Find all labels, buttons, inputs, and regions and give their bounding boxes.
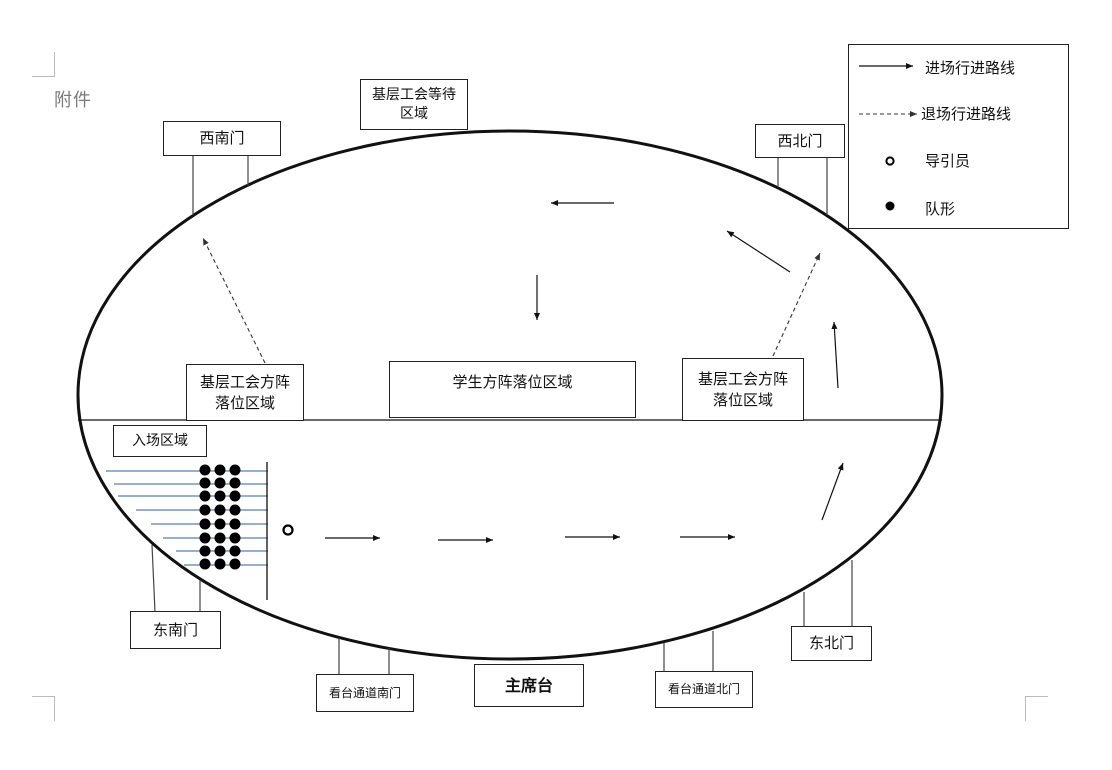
legend-guide: 导引员 [849,148,1068,172]
stand-north-gate-box: 看台通道北门 [655,671,753,708]
crop-mark-bottom-left [32,696,55,721]
crop-mark-top-left [32,52,55,77]
formation-dot [199,532,211,544]
formation-dot [229,464,241,476]
legend-exit-route-label: 退场行进路线 [921,105,1012,123]
formation-dot [199,504,211,516]
filled-circle-icon [885,201,895,211]
formation-dot [214,518,226,530]
grassroots-area-right-box: 基层工会方阵 落位区域 [682,358,804,421]
entry-area-box: 入场区域 [113,425,207,457]
solid-arrow-icon [859,63,913,69]
exit-arrow-right [772,252,821,357]
formation-dot [214,504,226,516]
formation-dot [199,490,211,502]
formation-row-lines [106,470,268,566]
stand-north-gate-label: 看台通道北门 [667,682,740,697]
entry-arrow-5 [821,462,844,521]
grassroots-waiting-area-box: 基层工会等待 区域 [360,79,468,130]
main-rostrum-label: 主席台 [504,675,553,695]
exit-route-arrows [202,237,821,364]
grassroots-area-right-label: 基层工会方阵 落位区域 [697,370,788,409]
northwest-gate-label: 西北门 [777,131,823,150]
formation-dot [199,545,211,557]
legend: 进场行进路线 退场行进路线 导引员 队形 [848,44,1069,229]
main-rostrum-box: 主席台 [474,664,584,707]
formation-dot [229,518,241,530]
formation-dot [214,477,226,489]
southwest-gate-label: 西南门 [199,129,245,148]
northeast-gate-label: 东北门 [808,634,854,653]
entry-arrow-6 [831,321,839,389]
gate-connectors [151,155,853,675]
entry-route-arrows [325,200,844,543]
guide-marker [282,524,294,536]
southeast-gate-label: 东南门 [152,620,198,639]
student-area-label: 学生方阵落位区域 [452,373,573,391]
formation-dot [214,558,226,570]
hollow-circle-icon [885,156,895,166]
exit-arrow-left [202,237,266,364]
formation-dots [199,464,241,570]
entry-area-label: 入场区域 [132,432,188,449]
formation-dot [199,464,211,476]
dashed-arrow-icon [859,111,917,117]
legend-exit-route: 退场行进路线 [849,101,1068,125]
student-area-box: 学生方阵落位区域 [389,361,636,418]
formation-dot [214,464,226,476]
formation-dot [229,545,241,557]
formation-dot [229,558,241,570]
attachment-label: 附件 [54,90,92,111]
legend-formation: 队形 [849,196,1068,220]
northwest-gate-box: 西北门 [755,124,845,158]
crop-mark-bottom-right [1025,696,1048,721]
formation-dot [199,558,211,570]
legend-entry-route: 进场行进路线 [849,55,1068,79]
legend-guide-label: 导引员 [925,152,971,170]
formation-dot [214,532,226,544]
formation-dot [229,504,241,516]
southeast-gate-connector-left [151,544,156,613]
stand-south-gate-box: 看台通道南门 [316,674,414,712]
grassroots-area-left-label: 基层工会方阵 落位区域 [199,373,290,412]
formation-dot [214,545,226,557]
entry-arrow-7 [726,230,791,273]
northeast-gate-box: 东北门 [791,626,872,661]
stand-south-gate-label: 看台通道南门 [328,685,401,700]
formation-dot [214,490,226,502]
grassroots-area-left-box: 基层工会方阵 落位区域 [186,364,304,421]
formation-dot [199,477,211,489]
formation-dot [229,477,241,489]
legend-formation-label: 队形 [925,200,956,218]
formation-dot [199,518,211,530]
formation-dot [229,532,241,544]
field-oval [76,129,944,661]
formation-dot [229,490,241,502]
southeast-gate-box: 东南门 [130,611,221,649]
southwest-gate-box: 西南门 [163,121,281,156]
grassroots-waiting-area-label: 基层工会等待 区域 [372,86,456,122]
legend-entry-route-label: 进场行进路线 [925,59,1016,77]
